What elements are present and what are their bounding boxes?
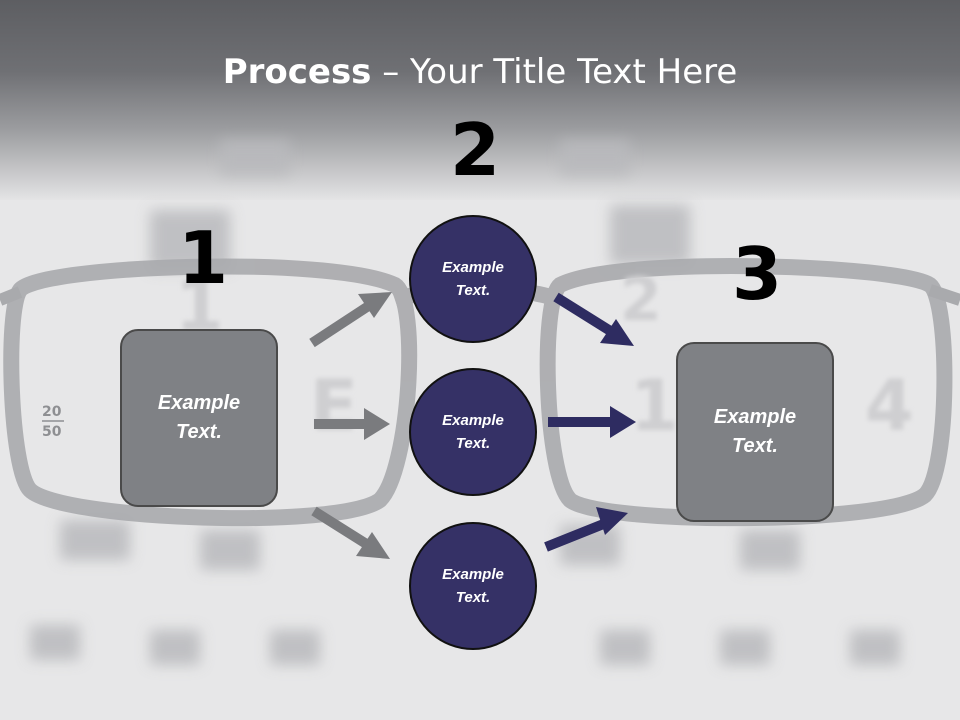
title-rest: – Your Title Text Here [371,52,738,92]
start-box-label: Example Text. [157,392,241,443]
process-circle-top: Example Text. [409,215,537,343]
arrow-middle-to-right [548,406,636,438]
circle-top-label: Example Text. [442,259,504,299]
arrow-left-to-middle [314,408,390,440]
step-number-3: 3 [732,232,783,316]
circle-bottom-label: Example Text. [442,566,504,606]
arrow-left-to-bottom [311,506,390,559]
arrow-top-to-right [553,292,634,346]
svg-text:E: E [310,365,358,447]
svg-text:1: 1 [630,365,679,447]
step-number-2: 2 [450,108,501,192]
process-circle-middle: Example Text. [409,368,537,496]
end-box-label: Example Text. [713,406,797,457]
title-bold: Process [222,52,372,92]
arrow-left-to-top [309,292,392,348]
svg-text:4: 4 [865,365,914,447]
start-box: Example Text. [120,329,278,507]
circle-middle-label: Example Text. [442,412,504,452]
ratio-top-label: 20 [42,404,62,420]
page-title: Process – Your Title Text Here [0,52,960,92]
ratio-bottom-label: 50 [42,424,62,440]
svg-text:2: 2 [620,265,662,335]
step-number-1: 1 [178,216,229,300]
end-box: Example Text. [676,342,834,522]
arrow-bottom-to-right [544,507,628,552]
process-circle-bottom: Example Text. [409,522,537,650]
